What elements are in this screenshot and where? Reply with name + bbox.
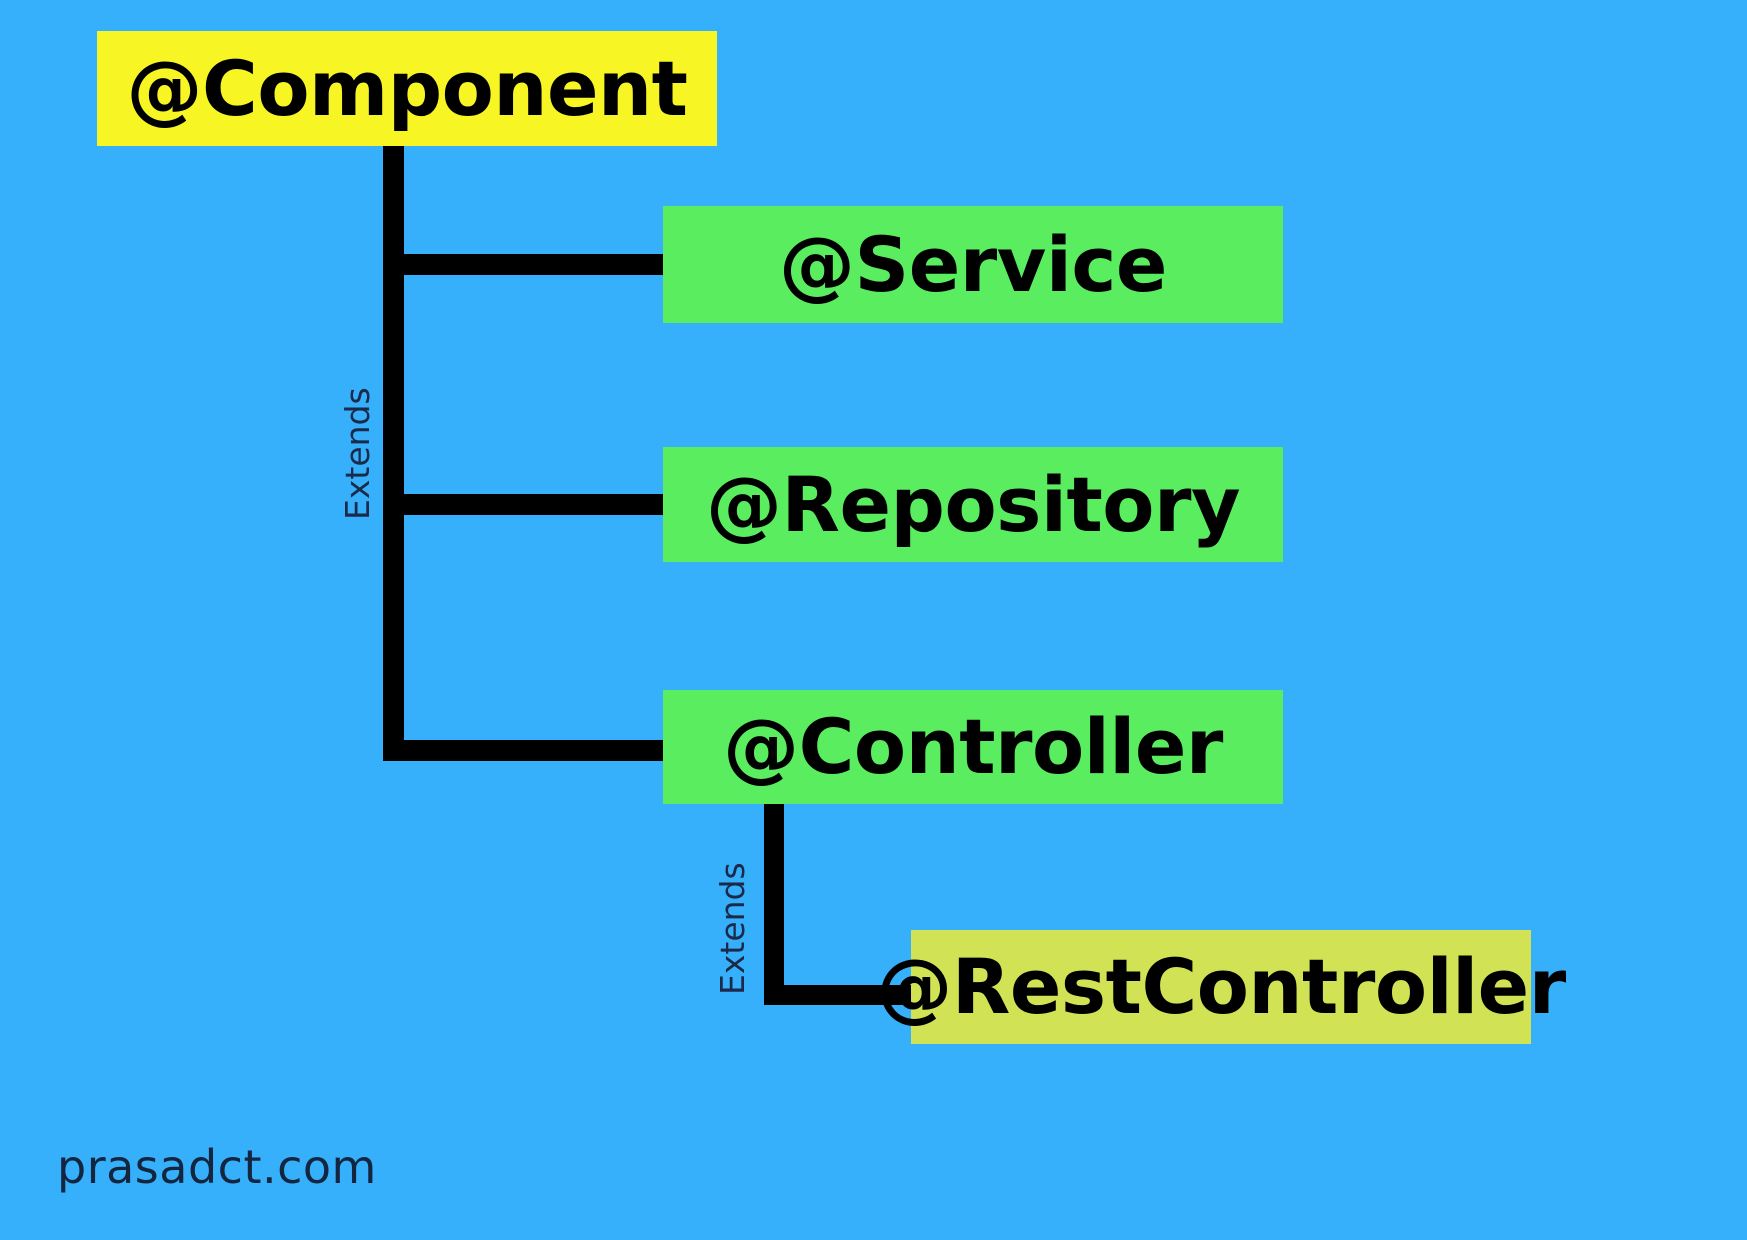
node-component: @Component [97,31,717,146]
connector-component-trunk [383,145,404,758]
node-repository-label: @Repository [705,459,1241,549]
node-repository: @Repository [663,447,1283,562]
connector-component-to-repository [398,494,666,515]
node-controller-label: @Controller [723,702,1223,791]
node-component-label: @Component [126,43,688,133]
connector-component-to-controller [383,740,666,761]
node-restcontroller: @RestController [876,930,1566,1044]
node-service-label: @Service [779,219,1167,309]
node-service: @Service [663,206,1283,323]
watermark: prasadct.com [57,1140,377,1194]
node-restcontroller-label: @RestController [876,942,1566,1031]
connector-controller-trunk [764,801,784,1001]
connector-controller-to-restcontroller [764,985,914,1005]
edge-label-extends-component: Extends [338,387,377,520]
node-controller: @Controller [663,690,1283,804]
edge-label-extends-controller: Extends [713,862,752,995]
connector-component-to-service [398,254,666,275]
